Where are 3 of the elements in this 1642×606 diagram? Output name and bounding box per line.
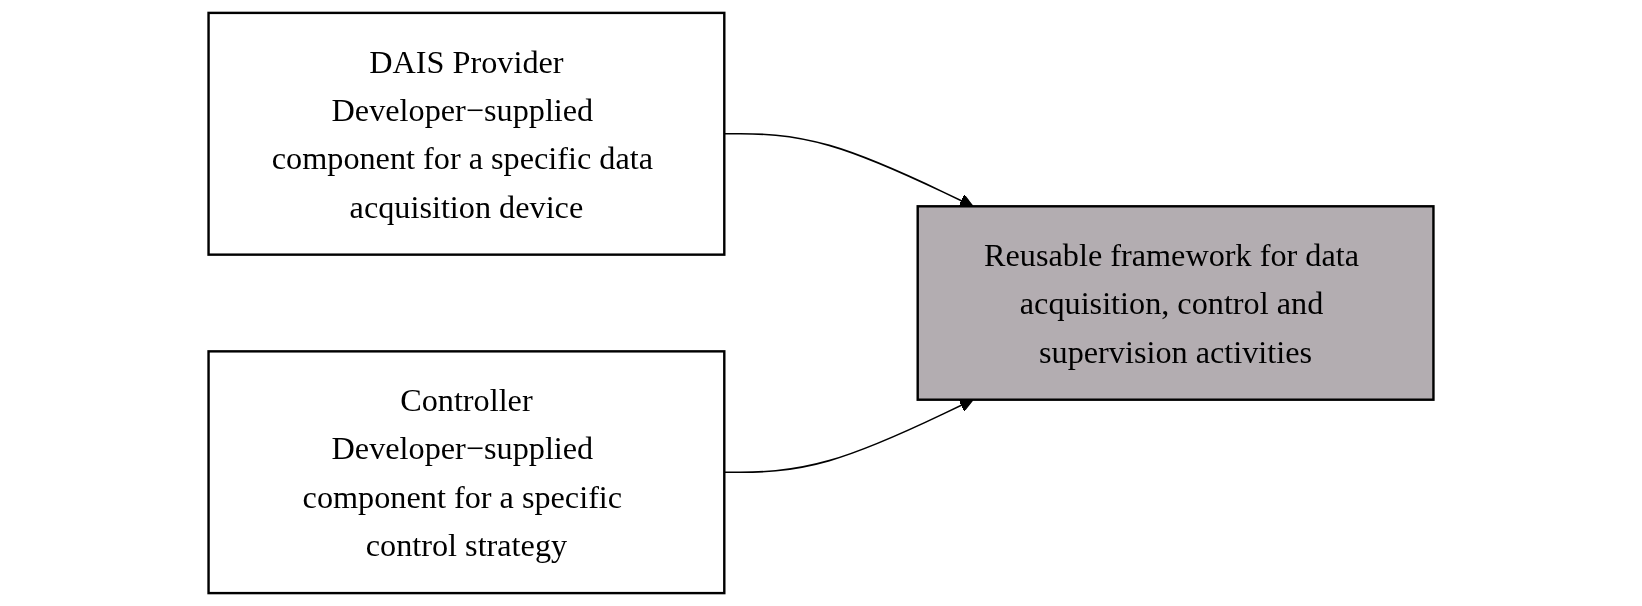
node-box: Controller Developer−supplied component for a specific control strategy [207, 350, 726, 595]
node-box: Reusable framework for data acquisition, control and supervision activities [916, 205, 1435, 401]
node-box: DAIS Provider Developer−supplied component for a specific data acquisition device [207, 11, 726, 256]
